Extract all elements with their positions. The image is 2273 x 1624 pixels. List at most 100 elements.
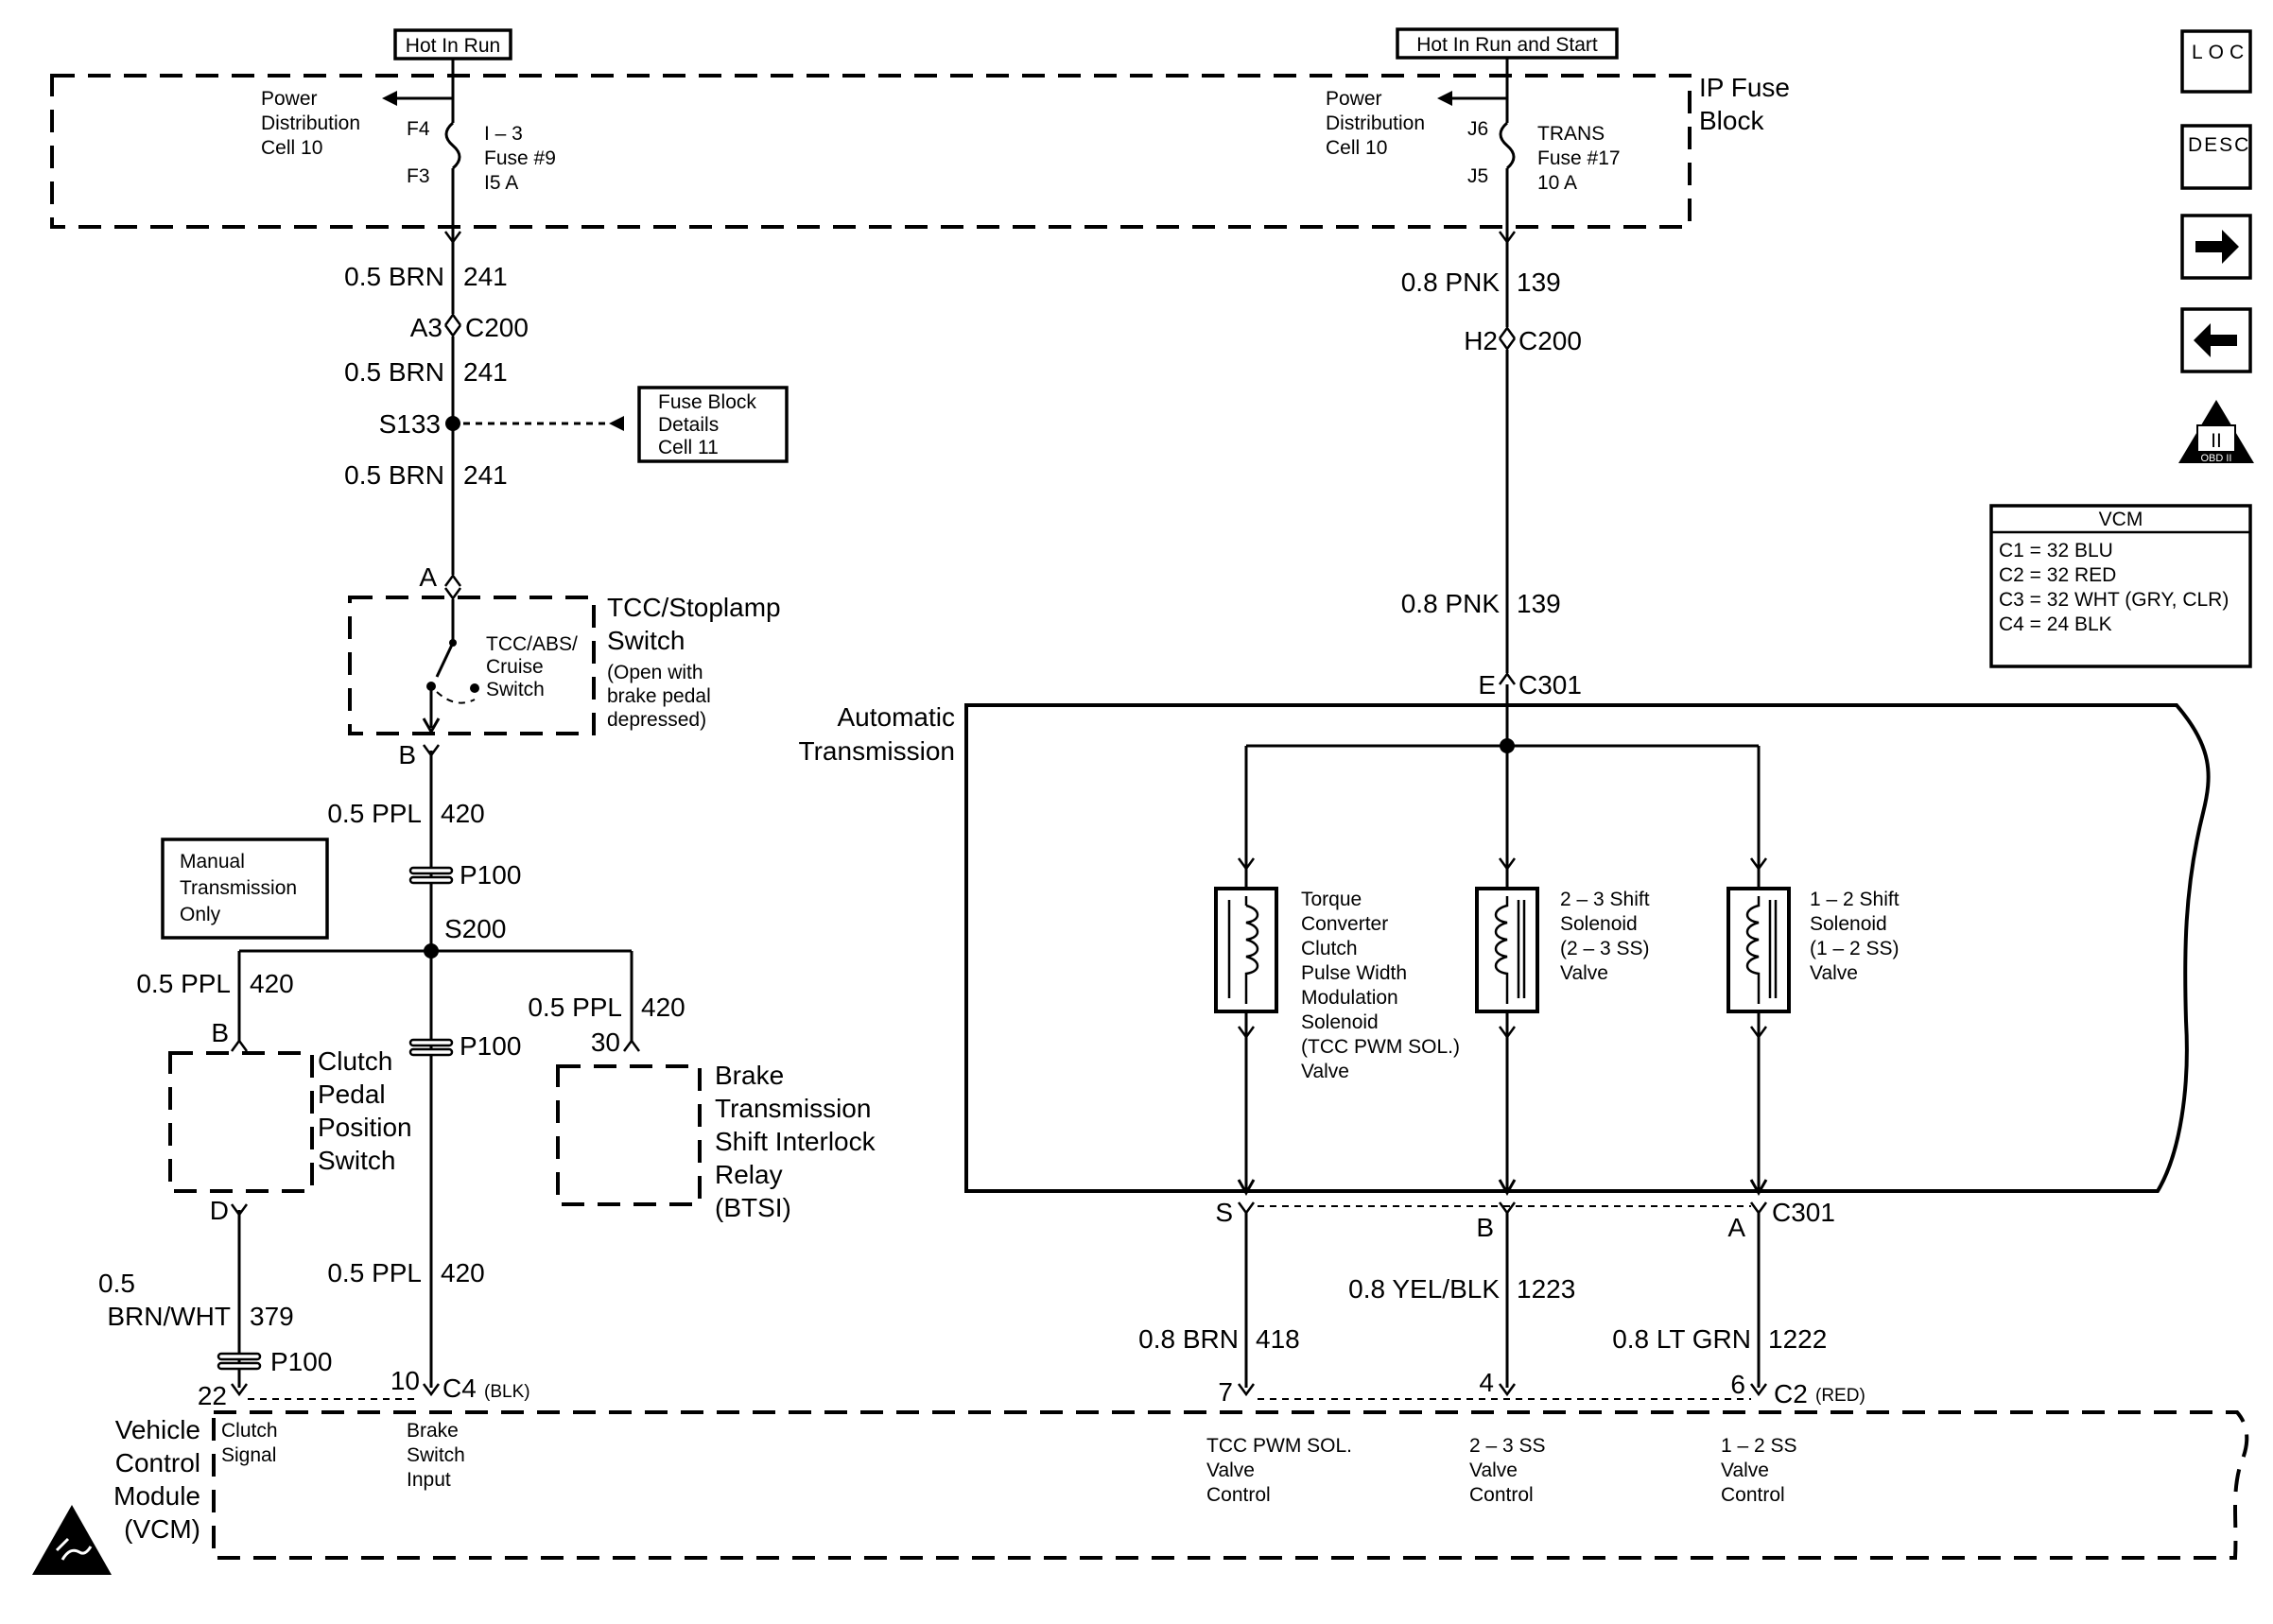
wire-379-gauge-1: 0.5 — [98, 1269, 135, 1298]
c200-label-left: C200 — [465, 313, 529, 342]
btsi-pin-30: 30 — [591, 1028, 620, 1057]
switch-title-line2: Switch — [607, 626, 685, 655]
sol-tcc-1: Torque — [1301, 889, 1362, 910]
clutch-label-3: Position — [318, 1113, 412, 1142]
vcm-tcc-3: Control — [1206, 1484, 1271, 1506]
btsi-label-2: Transmission — [715, 1094, 871, 1123]
ip-fuse-block-outline — [50, 74, 1692, 229]
hot-in-run-start-text: Hot In Run and Start — [1416, 34, 1598, 56]
vcm-23-2: Valve — [1469, 1460, 1518, 1481]
wire-139-b-circuit: 139 — [1517, 589, 1561, 618]
c301-label-bottom: C301 — [1772, 1198, 1835, 1227]
trans-label-1: Automatic — [838, 702, 956, 732]
prev-arrow-icon[interactable] — [2180, 307, 2252, 373]
wire-420-a-gauge: 0.5 PPL — [327, 799, 422, 828]
ip-fuse-block-label-1: IP Fuse — [1699, 73, 1790, 102]
fuse-pin-f3: F3 — [407, 165, 430, 187]
sol-23-4: Valve — [1560, 962, 1608, 984]
clutch-pin-d: D — [210, 1196, 229, 1225]
vcm-pin-4: 4 — [1479, 1368, 1494, 1397]
loc-icon[interactable]: LOC — [2180, 29, 2252, 94]
c4-label: C4 — [442, 1373, 477, 1403]
arrow-left-icon — [609, 416, 624, 431]
switch-inner-line3: Switch — [486, 679, 545, 700]
hot-in-run-start-tag — [1396, 27, 1619, 60]
vcm-23-3: Control — [1469, 1484, 1534, 1506]
wire-241-b-gauge: 0.5 BRN — [344, 357, 444, 387]
c200-label-right: C200 — [1518, 326, 1582, 355]
fuse17-line3: 10 A — [1537, 172, 1577, 194]
p100-connector-b — [408, 1038, 454, 1057]
switch-pin-b: B — [398, 740, 416, 769]
wire-418-circuit: 418 — [1256, 1324, 1300, 1354]
vcm-pin-22: 22 — [198, 1381, 227, 1410]
c4-color: (BLK) — [484, 1382, 530, 1402]
svg-text:II: II — [2211, 430, 2222, 452]
shift-solenoid-1-2 — [1726, 856, 1791, 1039]
fuse-symbol-icon — [444, 121, 461, 170]
ip-fuse-block-label-2: Block — [1699, 106, 1764, 135]
switch-note-line2: brake pedal — [607, 685, 711, 707]
c2-label: C2 — [1774, 1379, 1808, 1408]
splice-s133-label: S133 — [379, 409, 441, 439]
c301-pin-s: S — [1215, 1198, 1233, 1227]
wire-1223-gauge: 0.8 YEL/BLK — [1348, 1274, 1500, 1304]
wire-379-circuit: 379 — [250, 1302, 294, 1331]
c301-pin-e: E — [1478, 670, 1496, 700]
switch-title-line1: TCC/Stoplamp — [607, 593, 781, 622]
btsi-label-1: Brake — [715, 1061, 784, 1090]
vcm-pin-10: 10 — [390, 1366, 420, 1395]
automatic-transmission-outline — [964, 703, 2211, 1193]
obd-ii-icon[interactable]: II OBD II — [2178, 400, 2254, 464]
coil-icon — [1745, 896, 1761, 1004]
wire-241-a-gauge: 0.5 BRN — [344, 262, 444, 291]
vcm-23-1: 2 – 3 SS — [1469, 1435, 1546, 1457]
vcm-tcc-1: TCC PWM SOL. — [1206, 1435, 1352, 1457]
btsi-label-4: Relay — [715, 1160, 783, 1189]
arrow-left-icon — [1437, 91, 1452, 106]
wire-418-gauge: 0.8 BRN — [1138, 1324, 1239, 1354]
fuse9-line2: Fuse #9 — [484, 147, 556, 169]
c301-pin-b: B — [1476, 1213, 1494, 1242]
wire-139-b-gauge: 0.8 PNK — [1401, 589, 1501, 618]
sol-12-3: (1 – 2 SS) — [1810, 938, 1900, 959]
clutch-label-1: Clutch — [318, 1046, 392, 1076]
switch-note-line3: depressed) — [607, 709, 706, 731]
c200-pin-h2: H2 — [1464, 326, 1498, 355]
wire-139-a-gauge: 0.8 PNK — [1401, 268, 1501, 297]
switch-note-line1: (Open with — [607, 662, 703, 683]
fuse-block-details-link[interactable]: Fuse Block Details Cell 11 — [637, 386, 789, 463]
hot-in-run-text: Hot In Run — [406, 35, 500, 57]
fuse-17 — [1437, 76, 1516, 227]
wire-379-gauge-2: BRN/WHT — [107, 1302, 231, 1331]
wire-139-a-circuit: 139 — [1517, 268, 1561, 297]
vcm-row-c1: C1 = 32 BLU — [1999, 540, 2113, 561]
p100-connector-a — [408, 866, 454, 885]
sol-12-2: Solenoid — [1810, 913, 1887, 935]
switch-pin-a: A — [419, 562, 437, 592]
wire-420-left-gauge: 0.5 PPL — [136, 969, 231, 998]
clutch-pedal-switch-outline — [168, 1051, 314, 1193]
right-power-line1: Power — [1326, 88, 1382, 110]
wire-241-c-gauge: 0.5 BRN — [344, 460, 444, 490]
fuse17-line1: TRANS — [1537, 123, 1605, 145]
fuse-details-line3: Cell 11 — [658, 437, 719, 458]
clutch-label-4: Switch — [318, 1146, 395, 1175]
svg-text:DESC: DESC — [2188, 134, 2250, 156]
tcc-abs-cruise-switch — [422, 599, 479, 735]
vcm-row-c4: C4 = 24 BLK — [1999, 613, 2112, 635]
left-power-line2: Distribution — [261, 112, 360, 134]
wire-420-right-circuit: 420 — [641, 993, 685, 1022]
wire-420-a-circuit: 420 — [441, 799, 485, 828]
next-arrow-icon[interactable] — [2180, 214, 2252, 280]
wire-241-c-circuit: 241 — [463, 460, 508, 490]
vcm-12-3: Control — [1721, 1484, 1785, 1506]
fuse-pin-f4: F4 — [407, 118, 430, 140]
vcm-label-2: Control — [115, 1448, 200, 1477]
svg-text:OBD II: OBD II — [2200, 453, 2231, 464]
clutch-label-2: Pedal — [318, 1080, 386, 1109]
desc-icon[interactable]: DESC — [2180, 124, 2252, 190]
sol-23-3: (2 – 3 SS) — [1560, 938, 1650, 959]
sol-tcc-7: (TCC PWM SOL.) — [1301, 1036, 1460, 1058]
